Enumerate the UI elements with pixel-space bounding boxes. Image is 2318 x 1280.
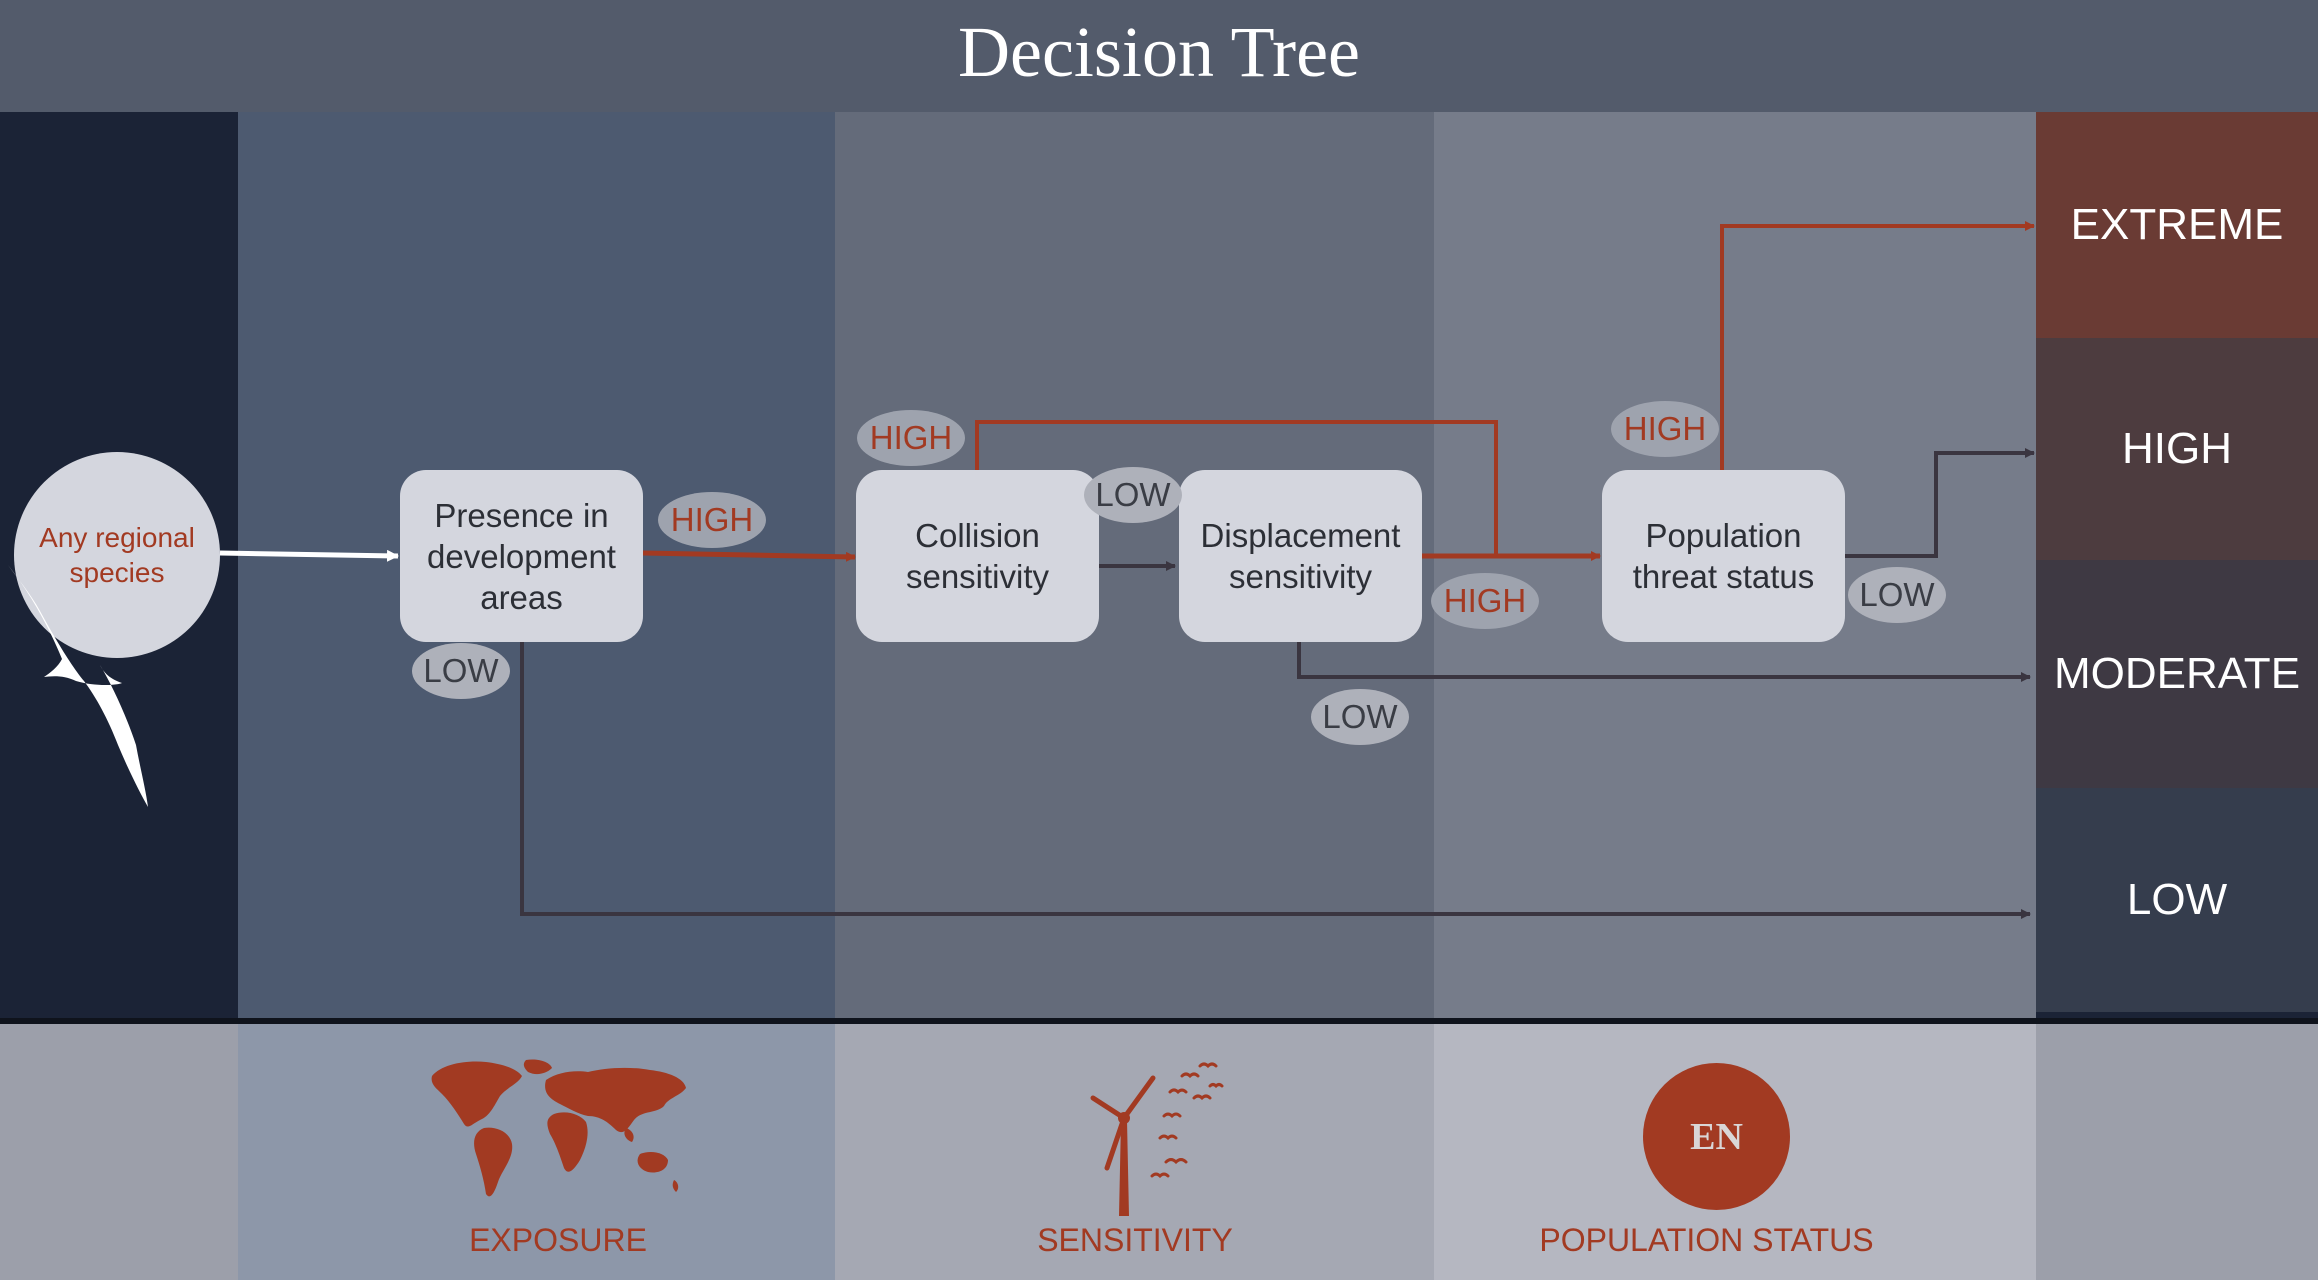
label-collision-high: HIGH [857,410,965,466]
node-collision: Collision sensitivity [856,470,1099,642]
label-presence-low: LOW [412,643,510,699]
label-collision-low: LOW [1084,467,1182,523]
arrow-displacement-low [1297,642,2031,682]
category-sensitivity: SENSITIVITY [1037,1222,1233,1258]
footer-left-panel [0,1024,238,1280]
arrow-collision-high [975,420,1498,556]
label-population-high: HIGH [1611,401,1719,457]
outcome-moderate: MODERATE [2036,560,2318,788]
albatross-icon [8,565,148,807]
label-presence-high: HIGH [658,492,766,548]
start-node: Any regional species [14,452,220,658]
node-population: Population threat status [1602,470,1845,642]
label-population-low: LOW [1848,567,1946,623]
en-status-badge: EN [1643,1063,1790,1210]
category-exposure: EXPOSURE [469,1222,647,1258]
page-title: Decision Tree [958,12,1360,92]
label-displacement-high: HIGH [1431,573,1539,629]
birds-icon [1150,1062,1224,1179]
node-displacement: Displacement sensitivity [1179,470,1422,642]
arrow-population-low [1836,448,2035,558]
footer-divider [0,1018,2318,1024]
node-presence: Presence in development areas [400,470,643,642]
wind-turbine-icon [1090,1075,1156,1216]
header-bar [0,0,2318,112]
arrow-population-high [1720,221,2035,470]
arrow-presence-low [520,642,2031,919]
outcome-extreme: EXTREME [2036,112,2318,338]
world-map-icon [431,1059,686,1197]
footer-right-panel [2036,1024,2318,1280]
arrow-presence-high [642,550,856,562]
category-population-status: POPULATION STATUS [1539,1222,1874,1258]
outcome-low: LOW [2036,788,2318,1012]
arrow-start-presence [219,549,399,562]
label-displacement-low: LOW [1311,689,1409,745]
outcome-high: HIGH [2036,338,2318,560]
footer-sensitivity-panel [835,1024,1434,1280]
